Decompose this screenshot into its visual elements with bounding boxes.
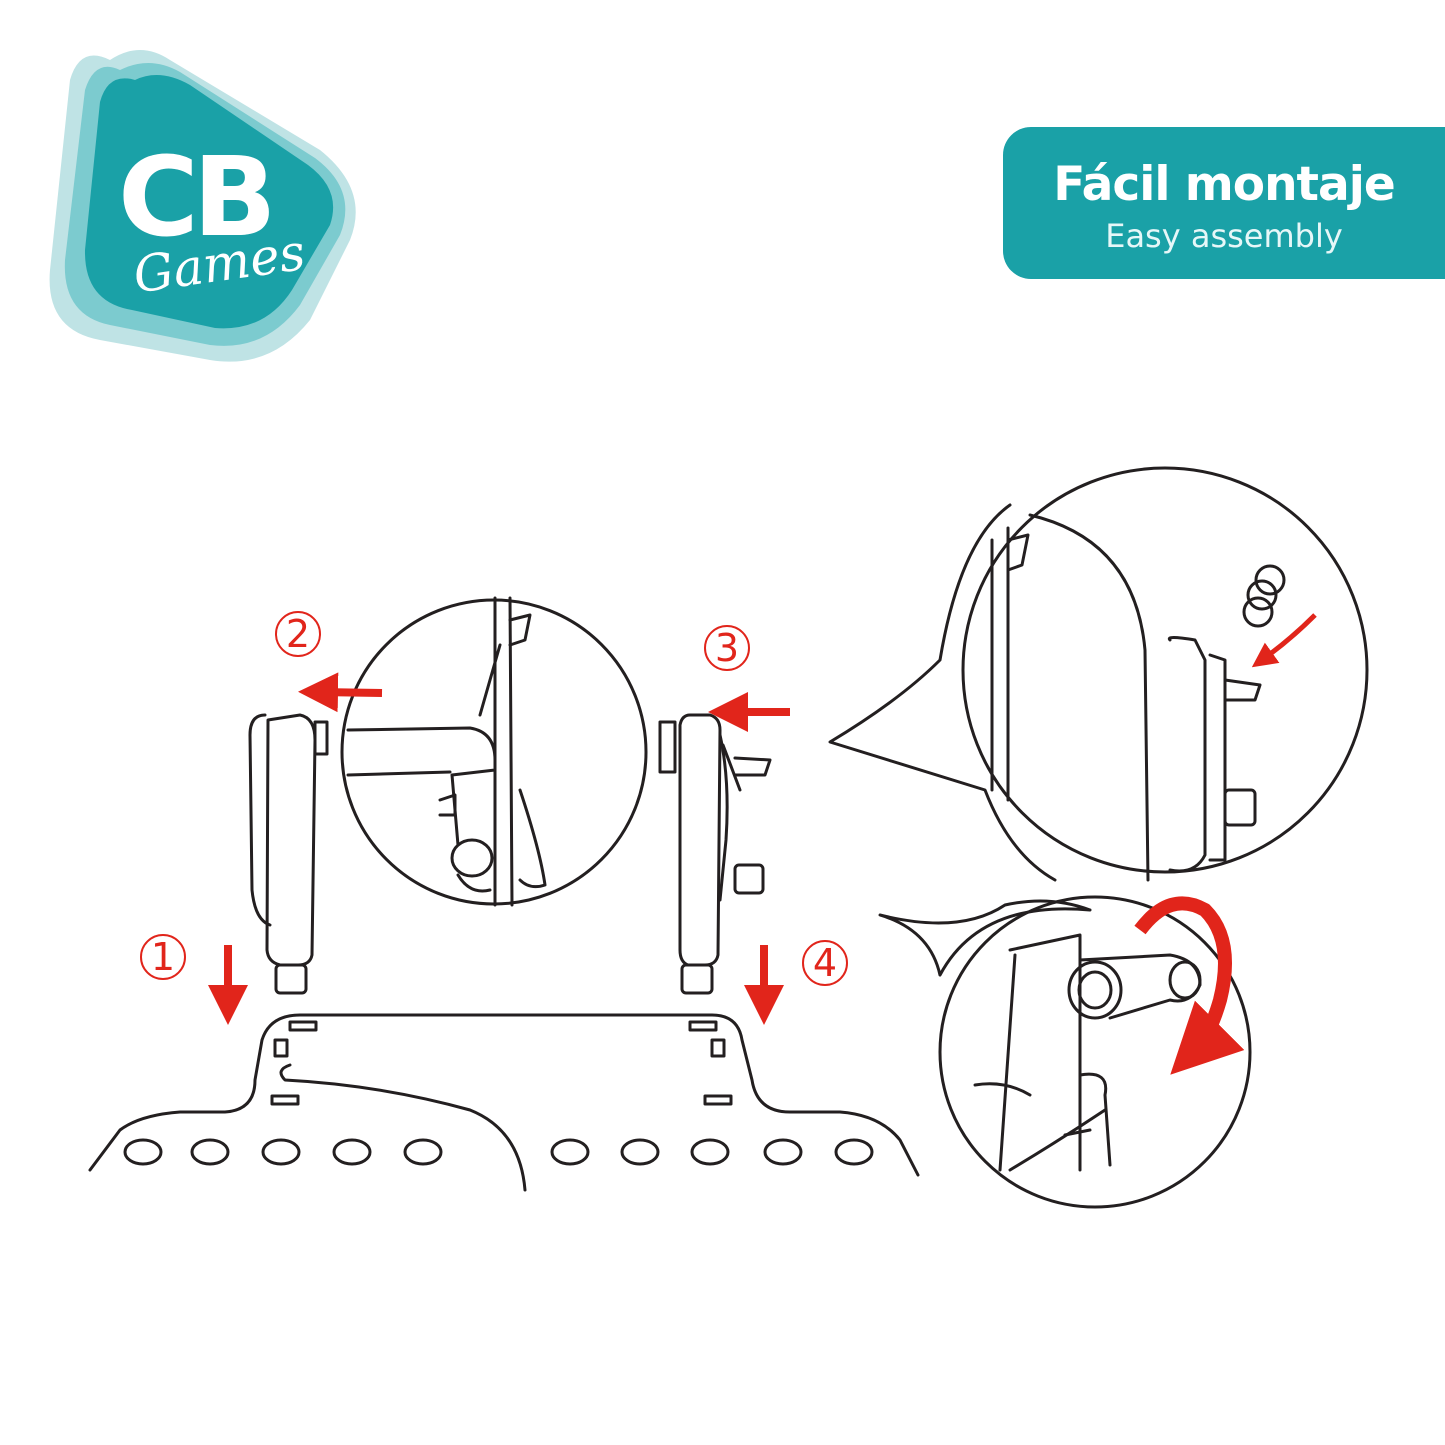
- table-inner-curve: [279, 1063, 527, 1192]
- banner-title: Fácil montaje: [1053, 157, 1395, 212]
- step-1-circle: [140, 934, 186, 980]
- step-1-label: 1: [151, 935, 175, 979]
- step-4-label: 4: [813, 941, 837, 985]
- slot: [703, 1094, 733, 1106]
- center-detail-circle: [340, 596, 648, 907]
- logo-letters: CB: [118, 133, 271, 261]
- slot: [710, 1038, 726, 1058]
- step-4-circle: [802, 940, 848, 986]
- step-2-label: 2: [286, 612, 310, 656]
- slot: [270, 1094, 300, 1106]
- slot: [688, 1020, 718, 1032]
- bottom-right-detail-circle: [878, 895, 1252, 1209]
- step-2-circle: [275, 611, 321, 657]
- right-post: [658, 713, 772, 995]
- slot: [273, 1038, 289, 1058]
- arrow-detail-rotate: [1134, 896, 1245, 1075]
- step-3-label: 3: [715, 626, 739, 670]
- slot: [288, 1020, 318, 1032]
- arrow-detail-clip: [1251, 613, 1317, 668]
- cb-games-logo: CB Games: [49, 50, 356, 362]
- table-base: [88, 1013, 920, 1177]
- holes: [123, 1138, 874, 1166]
- banner-subtitle: Easy assembly: [1105, 217, 1343, 255]
- arrow-step-2: [298, 672, 383, 713]
- top-right-detail-circle: [828, 466, 1369, 882]
- assembly-banner: Fácil montaje Easy assembly: [1003, 127, 1445, 279]
- left-post: [248, 713, 329, 995]
- step-3-circle: [704, 625, 750, 671]
